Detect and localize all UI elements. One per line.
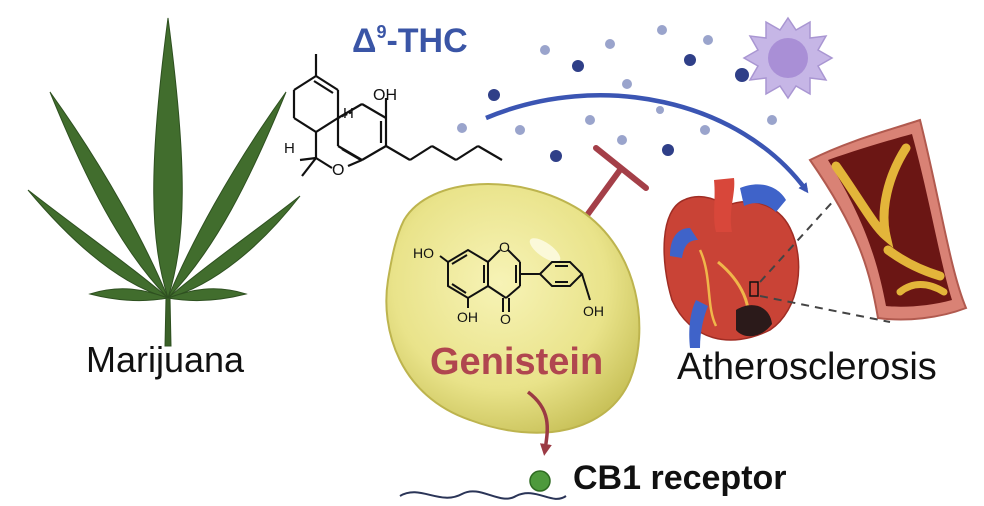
thc-label: Δ9-THC [352, 22, 468, 61]
genistein-to-cb1-arrow [526, 390, 552, 456]
genistein-ho-top-label: HO [413, 245, 434, 261]
genistein-o-keto-label: O [500, 311, 511, 327]
soybean-icon [385, 183, 641, 434]
cb1-receptor-dot [529, 470, 551, 492]
genistein-o-ring-label: O [499, 239, 510, 255]
genistein-structure [439, 248, 591, 312]
thc-h2-label: H [284, 140, 295, 157]
marijuana-label: Marijuana [86, 339, 245, 380]
genistein-oh-right-label: OH [583, 303, 604, 319]
thc-to-atherosclerosis-arrow [485, 93, 809, 194]
zoom-lines [759, 197, 891, 323]
heart-icon [663, 178, 800, 348]
genistein-oh-bottom-label: OH [457, 309, 478, 325]
immune-cell-icon [742, 16, 834, 100]
membrane-squiggle [399, 490, 567, 500]
cb1-receptor-label: CB1 receptor [573, 459, 787, 497]
thc-name: -THC [386, 22, 468, 60]
thc-structure [292, 54, 503, 177]
atherosclerosis-label: Atherosclerosis [677, 346, 937, 388]
genistein-label: Genistein [430, 341, 604, 383]
artery-icon [808, 118, 968, 321]
thc-superscript: 9 [376, 22, 387, 42]
thc-o-label: O [332, 162, 344, 179]
particles [457, 25, 777, 162]
thc-delta: Δ [352, 22, 377, 60]
cannabis-leaf-icon [27, 17, 301, 347]
thc-h1-label: H [343, 105, 354, 122]
thc-oh-label: OH [373, 87, 397, 104]
